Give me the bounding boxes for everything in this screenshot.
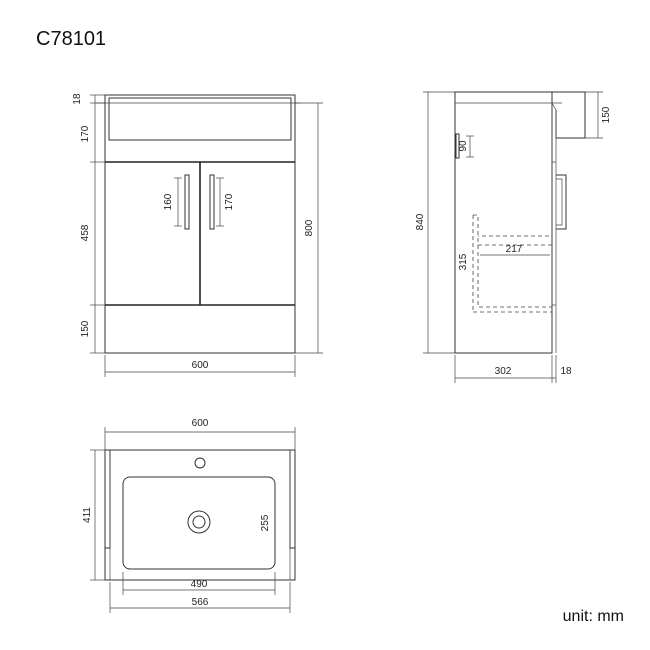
top-drain-inner: [192, 515, 206, 529]
side-shelf-dashed: [473, 214, 553, 308]
dim-top-width: 600: [192, 418, 209, 429]
top-drain: [187, 510, 211, 534]
dim-door-thickness: 18: [560, 366, 572, 377]
side-view: 90 217 315 840 150 302 18: [415, 91, 612, 383]
dim-side-basin-height: 150: [601, 106, 612, 123]
dim-doors: 458: [80, 224, 91, 241]
dim-plinth: 150: [80, 320, 91, 337]
dim-side-depth: 302: [495, 366, 512, 377]
dim-top-depth: 411: [82, 507, 93, 523]
top-view: 255 600 411 490 566: [82, 418, 296, 613]
front-handle-left: [184, 174, 190, 230]
top-cabinet-side-right: [289, 449, 296, 549]
top-tap-hole: [194, 457, 206, 469]
dim-top-edge: 18: [72, 93, 83, 105]
dim-base-width: 566: [192, 597, 209, 608]
dim-shelf-height: 315: [458, 253, 469, 270]
side-handle-marker: [455, 133, 460, 159]
unit-label: unit: mm: [562, 608, 624, 625]
top-cabinet-side-left: [104, 449, 111, 549]
side-basin-profile: [455, 91, 586, 139]
dim-handle-left: 160: [163, 193, 174, 210]
dim-handle-right: 170: [224, 193, 235, 210]
dim-width-front: 600: [192, 360, 209, 371]
top-bowl: [122, 476, 276, 570]
dim-shelf-depth: 217: [506, 244, 523, 255]
front-view: 160 170 18 170 458 150 800 600: [72, 93, 323, 377]
model-code: C78101: [36, 28, 107, 50]
dim-bowl-depth: 255: [260, 514, 271, 531]
front-cabinet-body: [104, 94, 296, 354]
dim-basin: 170: [80, 125, 91, 142]
front-basin: [108, 97, 292, 141]
dim-total-height-front: 800: [304, 219, 315, 236]
side-cabinet-body: [454, 91, 553, 354]
front-handle-right: [209, 174, 215, 230]
dim-total-height-side: 840: [415, 213, 426, 230]
dim-bowl-width: 490: [191, 579, 208, 590]
dim-side-handle: 90: [458, 140, 469, 152]
side-handle: [556, 174, 567, 230]
